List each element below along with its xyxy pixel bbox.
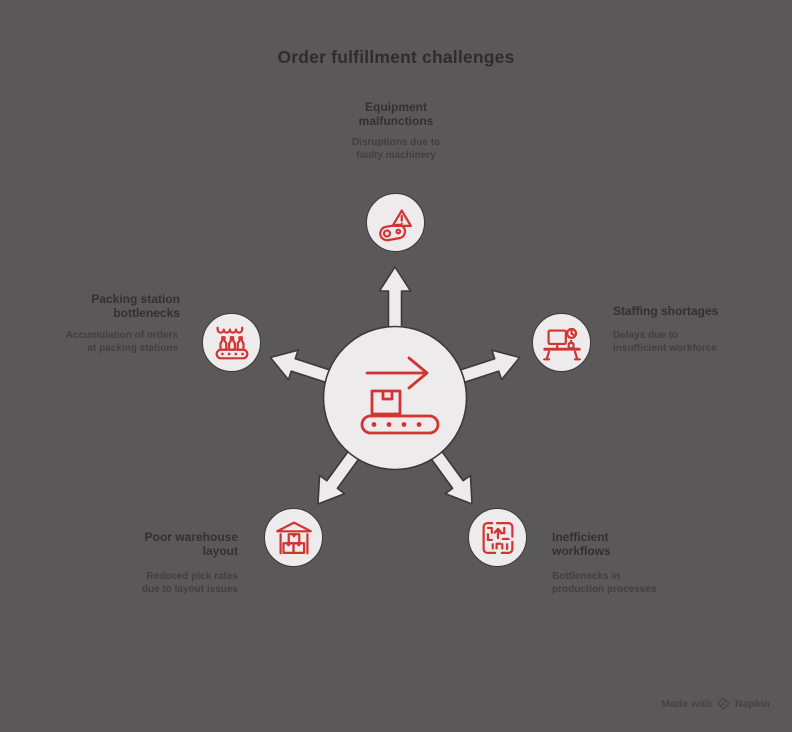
conveyor-belt-box-arrow-icon bbox=[360, 356, 440, 435]
watermark-prefix: Made with bbox=[661, 697, 712, 710]
node-title-equipment-malfunctions: Equipment malfunctions bbox=[358, 100, 434, 128]
node-desc-packing-station-bottlenecks: Accumulation of orders at packing statio… bbox=[65, 330, 178, 354]
warehouse-boxes-icon bbox=[275, 521, 312, 554]
packing-station-bottlenecks-node bbox=[202, 313, 261, 372]
desk-monitor-clock-icon bbox=[542, 327, 581, 360]
node-title-poor-warehouse-layout: Poor warehouse layout bbox=[144, 530, 238, 558]
node-desc-equipment-malfunctions: Disruptions due to faulty machinery bbox=[351, 137, 441, 161]
equipment-malfunctions-node bbox=[366, 193, 425, 252]
page-title: Order fulfillment challenges bbox=[277, 47, 515, 67]
watermark-brand: Napkin bbox=[734, 697, 770, 710]
node-title-staffing-shortages: Staffing shortages bbox=[613, 304, 719, 318]
napkin-logo-icon bbox=[717, 697, 730, 710]
node-desc-staffing-shortages: Delays due to insufficient workforce bbox=[613, 330, 717, 354]
watermark: Made with Napkin bbox=[661, 697, 770, 710]
hub-with-arrows bbox=[269, 266, 521, 505]
machine-warning-icon bbox=[378, 208, 412, 241]
inefficient-workflows-node bbox=[468, 508, 527, 567]
node-desc-poor-warehouse-layout: Reduced pick rates due to layout issues bbox=[141, 571, 238, 595]
maze-arrow-icon bbox=[482, 521, 513, 554]
bottling-conveyor-icon bbox=[215, 326, 248, 359]
node-title-inefficient-workflows: Inefficient workflows bbox=[552, 530, 611, 558]
node-title-packing-station-bottlenecks: Packing station bottlenecks bbox=[91, 292, 180, 320]
hub-circle bbox=[322, 325, 468, 471]
poor-warehouse-layout-node bbox=[264, 508, 323, 567]
node-desc-inefficient-workflows: Bottlenecks in production processes bbox=[552, 571, 657, 595]
staffing-shortages-node bbox=[532, 313, 591, 372]
